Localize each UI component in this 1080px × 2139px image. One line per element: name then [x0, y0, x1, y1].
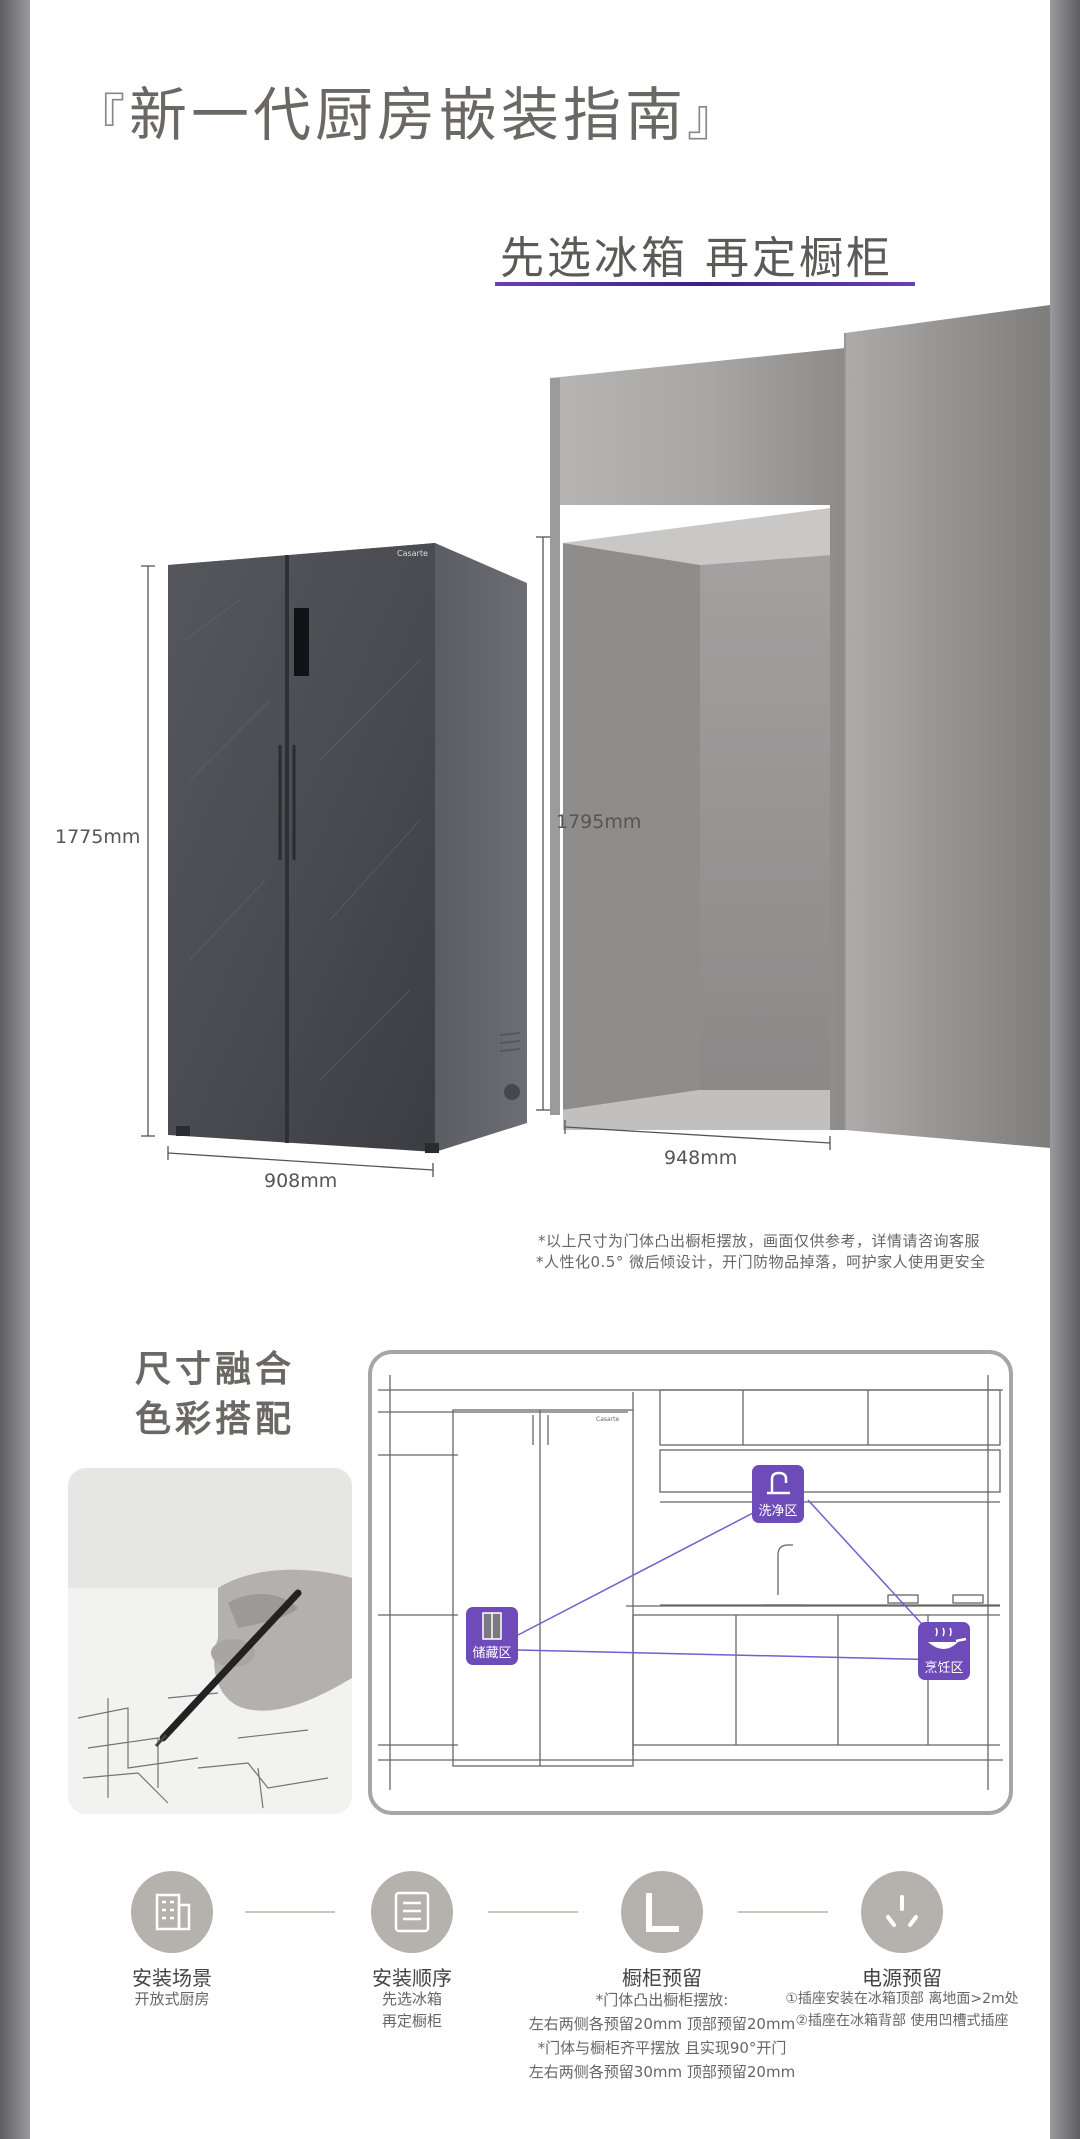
faucet-icon: [767, 1471, 790, 1495]
zone-label-wash: 洗净区: [758, 1504, 798, 1519]
step-3-desc-line: 左右两侧各预留20mm 顶部预留20mm: [528, 2015, 796, 2033]
step-2-circle: [371, 1871, 453, 1953]
step-connector-1: [245, 1911, 335, 1913]
title-bracket-open: 『: [75, 89, 129, 147]
step-connector-2: [488, 1911, 578, 1913]
section2-title-line2: 色彩搭配: [135, 1399, 296, 1440]
section2-title: 尺寸融合 色彩搭配: [135, 1345, 295, 1445]
step-1-title: 安装场景: [132, 1966, 212, 1990]
right-border: [1050, 0, 1080, 2139]
fridge-height-label: 1775mm: [55, 826, 141, 848]
page-title: 『新一代厨房嵌装指南』: [75, 68, 741, 152]
step-3-desc-line: *门体与橱柜齐平摆放 且实现90°开门: [537, 2039, 787, 2057]
step-2-title: 安装顺序: [372, 1966, 452, 1990]
step-4-circle: [861, 1871, 943, 1953]
zone-badge-cook: 烹饪区: [918, 1622, 970, 1680]
note-size: *以上尺寸为门体凸出橱柜摆放，画面仅供参考，详情请咨询客服: [538, 1232, 981, 1250]
fridge-dimension-lines: [141, 565, 434, 1177]
step-4-desc: ①插座安装在冰箱顶部 离地面>2m处 ②插座在冰箱背部 使用凹槽式插座: [785, 1988, 1018, 2032]
step-3-title: 橱柜预留: [622, 1966, 702, 1990]
kitchen-sketch: Casarte: [368, 1350, 1013, 1815]
step-1-desc-line: 开放式厨房: [134, 1990, 210, 2008]
pan-icon: [928, 1627, 967, 1649]
zone-badge-wash: 洗净区: [752, 1465, 804, 1523]
power-socket-icon: [886, 1895, 918, 1927]
list-icon: [394, 1891, 430, 1933]
step-2-desc-line: 先选冰箱: [381, 1990, 443, 2008]
step-1-desc: 开放式厨房: [134, 1988, 209, 2010]
cabinet-niche: [550, 305, 1050, 1148]
step-connector-3: [738, 1911, 828, 1913]
fridge-brand-logo: Casarte: [397, 549, 428, 558]
section2-title-line1: 尺寸融合: [135, 1349, 296, 1390]
fridge-cabinet-illustration: [141, 305, 1050, 1177]
step-4-desc-line: ②插座在冰箱背部 使用凹槽式插座: [795, 2013, 1009, 2029]
note-tilt: *人性化0.5° 微后倾设计，开门防物品掉落，呵护家人使用更安全: [536, 1253, 986, 1271]
sketch-photo: [68, 1468, 352, 1814]
step-3-desc-line: *门体凸出橱柜摆放:: [595, 1991, 729, 2009]
page-subtitle: 先选冰箱 再定橱柜: [500, 233, 893, 284]
kitchen-fridge-brand: Casarte: [596, 1416, 619, 1423]
step-3-desc-line: 左右两侧各预留30mm 顶部预留20mm: [528, 2063, 796, 2081]
left-border: [0, 0, 30, 2139]
fridge: [168, 543, 527, 1153]
step-3-circle: [621, 1871, 703, 1953]
step-4-title: 电源预留: [862, 1966, 942, 1990]
step-1-circle: [131, 1871, 213, 1953]
step-4-desc-line: ①插座安装在冰箱顶部 离地面>2m处: [785, 1991, 1019, 2007]
zone-label-cook: 烹饪区: [924, 1661, 964, 1676]
step-2-desc: 先选冰箱 再定橱柜: [382, 1988, 442, 2032]
subtitle-underline: [495, 282, 915, 286]
zone-badge-storage: 储藏区: [466, 1607, 518, 1665]
step-2-desc-line: 再定橱柜: [381, 2012, 443, 2030]
building-icon: [155, 1893, 191, 1931]
title-text: 新一代厨房嵌装指南: [129, 81, 688, 149]
corner-icon: [646, 1893, 679, 1932]
zone-label-storage: 储藏区: [472, 1646, 512, 1661]
cabinet-dimension-lines: [536, 536, 831, 1150]
fridge-icon: [482, 1612, 502, 1640]
title-bracket-close: 』: [687, 89, 742, 147]
cabinet-width-label: 948mm: [664, 1147, 738, 1169]
cabinet-height-label: 1795mm: [556, 811, 642, 833]
fridge-width-label: 908mm: [264, 1170, 338, 1192]
step-3-desc: *门体凸出橱柜摆放: 左右两侧各预留20mm 顶部预留20mm *门体与橱柜齐平…: [529, 1988, 795, 2084]
